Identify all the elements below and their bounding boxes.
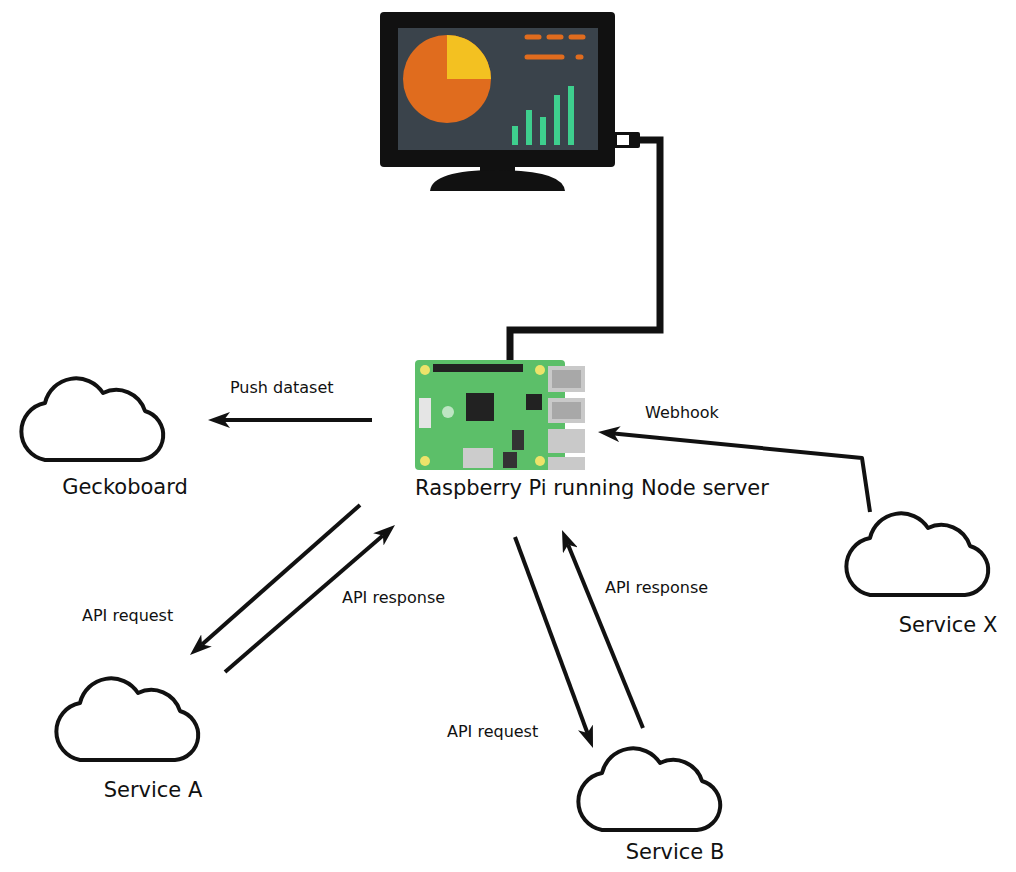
monitor-illustration xyxy=(549,35,561,40)
raspberry-pi-board xyxy=(503,452,517,468)
raspberry-pi-board xyxy=(466,393,494,421)
raspberry-pi-board xyxy=(415,360,565,470)
monitor-illustration xyxy=(380,12,660,362)
monitor-illustration xyxy=(617,135,629,145)
monitor-illustration xyxy=(512,86,574,145)
raspberry-pi-board xyxy=(552,402,581,419)
edge-label: Push dataset xyxy=(228,378,336,397)
raspberry-pi-board xyxy=(535,456,545,466)
raspberry-pi-board xyxy=(548,366,585,392)
cloud-outline xyxy=(846,513,988,595)
cloud-outline xyxy=(21,378,163,460)
monitor-illustration xyxy=(398,28,598,150)
arrow-connector xyxy=(568,545,643,728)
monitor-illustration xyxy=(527,55,562,60)
raspberry-pi-board xyxy=(442,406,454,418)
node-label: Service X xyxy=(899,613,998,638)
raspberry-pi-board xyxy=(433,364,523,372)
cloud-service: Geckoboard xyxy=(15,365,170,465)
monitor-illustration xyxy=(568,86,574,145)
monitor-illustration xyxy=(578,55,581,60)
monitor-illustration xyxy=(380,12,615,167)
cloud-service: Service B xyxy=(572,735,727,835)
raspberry-pi-board xyxy=(512,430,524,450)
raspberry-pi-board xyxy=(463,448,493,468)
node-label: Service A xyxy=(104,778,203,803)
cloud-outline xyxy=(840,500,995,600)
cloud-outline xyxy=(56,678,198,760)
cloud-outline xyxy=(15,365,170,465)
raspberry-pi-board xyxy=(548,457,585,470)
monitor-illustration xyxy=(403,35,491,123)
monitor-illustration xyxy=(526,110,532,145)
node-label: Raspberry Pi running Node server xyxy=(415,476,769,501)
edge-label: API response xyxy=(340,588,447,607)
raspberry-pi-board xyxy=(419,398,431,428)
raspberry-pi-board xyxy=(548,398,585,423)
cloud-outline xyxy=(578,748,720,830)
raspberry-pi-board xyxy=(548,429,585,453)
monitor-illustration xyxy=(512,126,518,145)
monitor-illustration xyxy=(571,35,583,40)
node-label: Service B xyxy=(626,840,725,865)
cloud-service: Service A xyxy=(50,665,205,765)
arrow-connector xyxy=(224,418,372,422)
monitor-illustration xyxy=(527,35,539,40)
raspberry-pi-board xyxy=(552,370,581,388)
edge-label: Webhook xyxy=(643,403,721,422)
raspberry-pi-board xyxy=(415,360,585,470)
cloud-outline xyxy=(50,665,205,765)
monitor-illustration xyxy=(430,170,565,191)
monitor-illustration xyxy=(554,95,560,145)
raspberry-pi-board xyxy=(420,456,430,466)
arrow-connector xyxy=(614,434,870,512)
raspberry-pi-board xyxy=(420,365,430,375)
monitor-illustration xyxy=(540,117,546,145)
monitor-illustration xyxy=(447,35,491,79)
cloud-service: Service X xyxy=(840,500,995,600)
edge-label: API request xyxy=(80,606,175,625)
monitor-illustration xyxy=(527,37,583,57)
cloud-outline xyxy=(572,735,727,835)
node-label: Geckoboard xyxy=(62,475,188,500)
raspberry-pi-board xyxy=(535,365,545,375)
edge-label: API request xyxy=(445,722,540,741)
monitor-illustration xyxy=(612,132,640,148)
server-board: Raspberry Pi running Node server xyxy=(415,360,585,470)
raspberry-pi-board xyxy=(526,394,542,410)
edge-label: API response xyxy=(603,578,710,597)
